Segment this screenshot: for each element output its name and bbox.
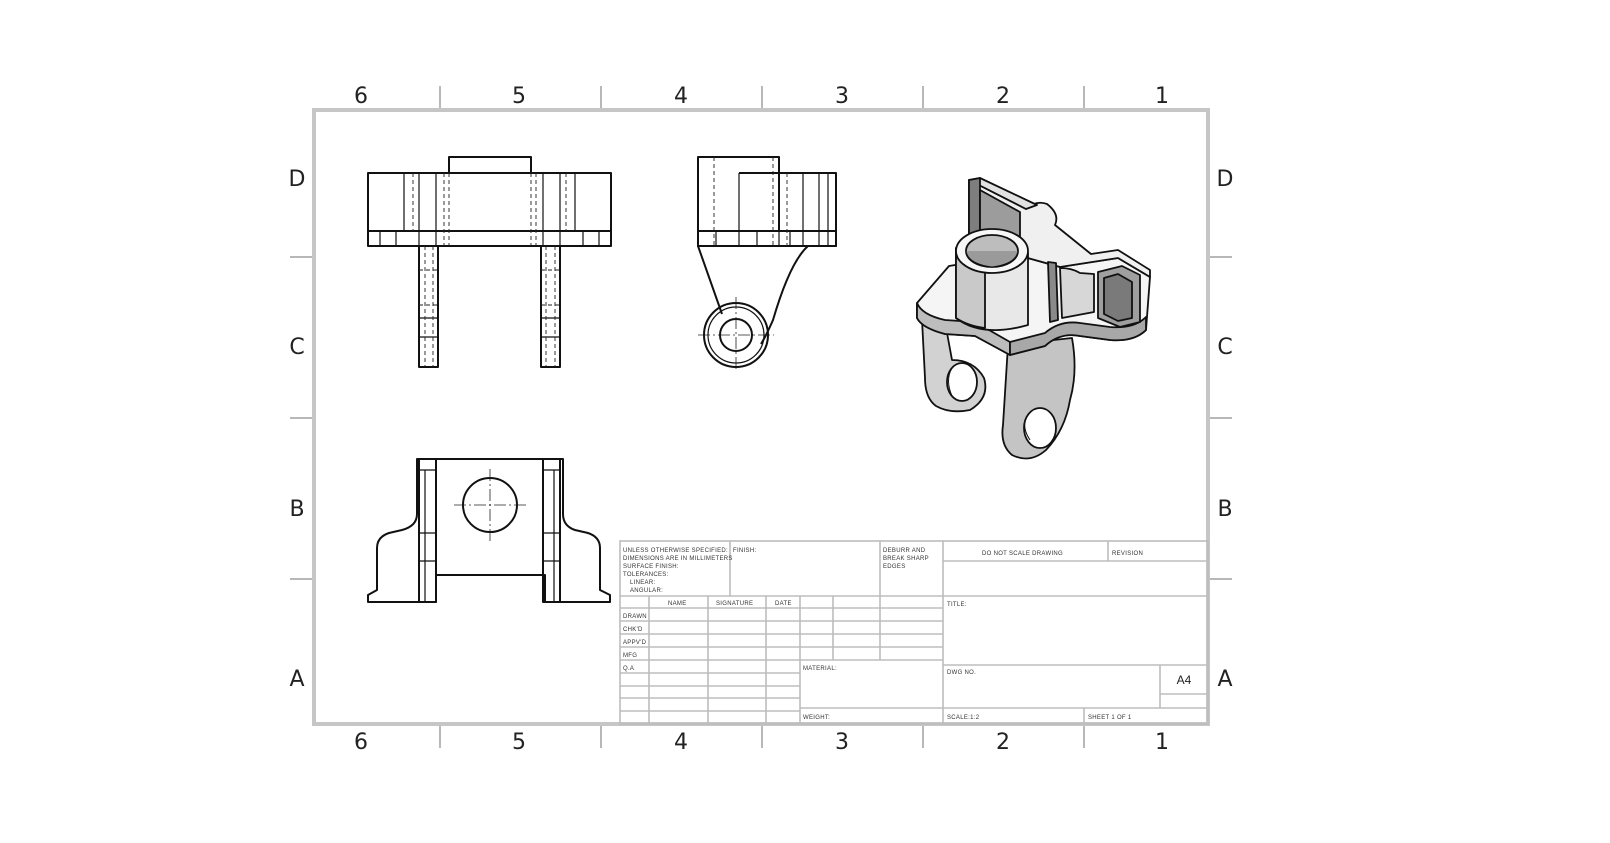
zone-column-bottom-5: 5: [512, 730, 526, 755]
zone-row-left-B: B: [289, 497, 304, 522]
row-label-qa: Q.A: [623, 666, 634, 672]
zone-row-left-C: C: [289, 335, 304, 360]
dwg-no-label: DWG NO.: [947, 670, 976, 676]
zone-column-bottom-3: 3: [835, 730, 849, 755]
sheet-border: [312, 108, 1210, 726]
row-label-checked: CHK'D: [623, 627, 643, 633]
tolerance-note-line-5: LINEAR:: [630, 580, 655, 586]
sheet-number-label: SHEET 1 OF 1: [1088, 715, 1132, 721]
isometric-view: [916, 177, 1151, 460]
top-view: [367, 458, 611, 603]
front-view: [367, 156, 612, 368]
zone-row-right-B: B: [1217, 497, 1232, 522]
side-view: [697, 156, 837, 372]
zone-column-top-1: 1: [1155, 84, 1169, 109]
deburr-note-line-2: BREAK SHARP: [883, 556, 929, 562]
zone-row-right-C: C: [1217, 335, 1232, 360]
scale-label: SCALE:1:2: [947, 715, 980, 721]
deburr-note-line-3: EDGES: [883, 564, 906, 570]
finish-label: FINISH:: [733, 548, 756, 554]
deburr-note-line-1: DEBURR AND: [883, 548, 926, 554]
column-header-date: DATE: [775, 601, 792, 607]
weight-label: WEIGHT:: [803, 715, 830, 721]
tolerance-note-line-1: UNLESS OTHERWISE SPECIFIED:: [623, 548, 728, 554]
title-label: TITLE:: [947, 602, 967, 608]
zone-column-top-4: 4: [674, 84, 688, 109]
zone-row-right-D: D: [1217, 167, 1234, 192]
column-header-name: NAME: [668, 601, 687, 607]
zone-column-bottom-6: 6: [354, 730, 368, 755]
row-label-mfg: MFG: [623, 653, 637, 659]
tolerance-note-line-4: TOLERANCES:: [623, 572, 669, 578]
zone-row-left-A: A: [289, 667, 304, 692]
column-header-signature: SIGNATURE: [716, 601, 753, 607]
zone-row-left-D: D: [289, 167, 306, 192]
zone-column-bottom-1: 1: [1155, 730, 1169, 755]
zone-column-top-3: 3: [835, 84, 849, 109]
zone-column-bottom-2: 2: [996, 730, 1010, 755]
zone-column-top-5: 5: [512, 84, 526, 109]
do-not-scale-label: DO NOT SCALE DRAWING: [982, 551, 1063, 557]
material-label: MATERIAL:: [803, 666, 837, 672]
revision-label: REVISION: [1112, 551, 1143, 557]
row-label-drawn: DRAWN: [623, 614, 647, 620]
title-block: [619, 540, 1209, 725]
zone-column-bottom-4: 4: [674, 730, 688, 755]
sheet-size-label: A4: [1177, 673, 1192, 687]
zone-row-right-A: A: [1217, 667, 1232, 692]
tolerance-note-line-2: DIMENSIONS ARE IN MILLIMETERS: [623, 556, 733, 562]
row-label-approved: APPV'D: [623, 640, 647, 646]
tolerance-note-line-6: ANGULAR:: [630, 588, 663, 594]
zone-column-top-6: 6: [354, 84, 368, 109]
zone-column-top-2: 2: [996, 84, 1010, 109]
tolerance-note-line-3: SURFACE FINISH:: [623, 564, 679, 570]
zone-ticks: [290, 86, 1232, 748]
